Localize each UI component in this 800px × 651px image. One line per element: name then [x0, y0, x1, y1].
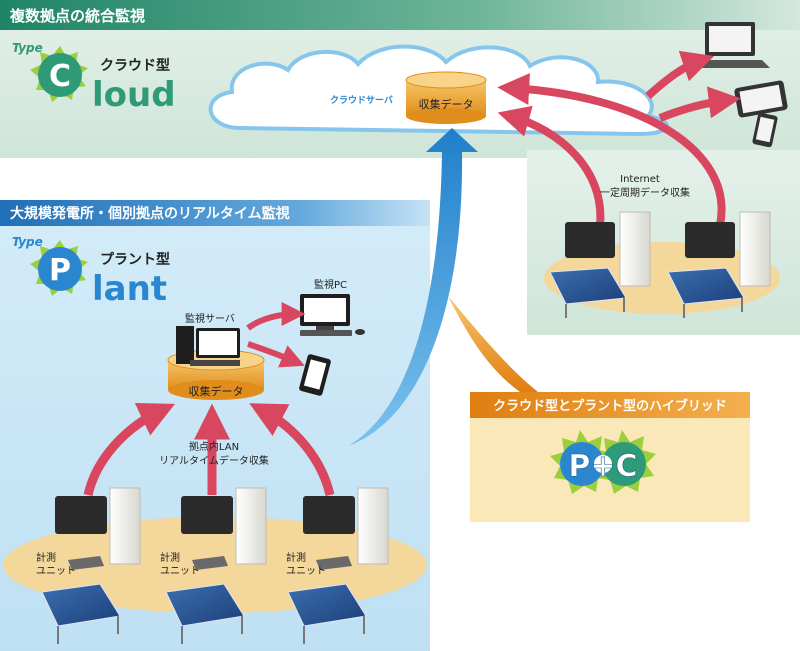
plant-type-badge: Type P lant プラント型: [12, 235, 170, 309]
cloud-section-title: 複数拠点の統合監視: [9, 7, 145, 25]
unit-label-1: 計測: [36, 551, 56, 564]
cloud-upload-arrow-left: [497, 105, 605, 226]
unit-label-2: ユニット: [36, 566, 76, 577]
cloud-site-2: [667, 211, 771, 318]
unit-box-icon: [192, 556, 228, 570]
cloud-type-badge: Type C loud クラウド型: [12, 41, 176, 115]
server-tower-icon: [619, 211, 651, 287]
plant-badge-letter: P: [49, 253, 71, 288]
plant-sun-icon: [30, 240, 88, 296]
cloud-badge-rest: loud: [92, 75, 176, 115]
hybrid-logo-text: P+C: [568, 449, 637, 484]
solar-panel-icon: [41, 583, 121, 644]
cloud-type-name: クラウド型: [100, 57, 170, 74]
lan-arrow-right: [249, 403, 335, 497]
monitoring-pc-icon: [300, 294, 365, 336]
measurement-unit-icon: [685, 222, 735, 258]
hybrid-section-header: [470, 392, 750, 418]
cloud-sun-icon: [30, 46, 88, 102]
plant-section-title: 大規模発電所・個別拠点のリアルタイム監視: [10, 205, 290, 222]
cloud-site-1: [549, 211, 651, 318]
plant-db-label: 収集データ: [189, 384, 244, 398]
cloud-database-icon: [405, 71, 487, 124]
unit-label-1: 計測: [286, 551, 306, 564]
hybrid-section-title: クラウド型とプラント型のハイブリッド: [493, 398, 727, 414]
plant-type-label: Type: [12, 235, 43, 249]
internet-label: Internet: [620, 174, 660, 185]
arrow-to-monitoring-pc: [246, 302, 306, 331]
solar-panel-icon: [667, 267, 745, 318]
plant-type-name: プラント型: [100, 251, 170, 268]
plant-site-1: 計測 ユニット: [36, 487, 141, 644]
unit-label-2: ユニット: [160, 566, 200, 577]
arrow-to-plant-smartphone: [247, 341, 305, 368]
realtime-collection-label: リアルタイムデータ収集: [159, 454, 269, 467]
unit-box-icon: [68, 556, 104, 570]
cloud-server-label: クラウドサーバ: [330, 95, 393, 106]
solar-panel-icon: [165, 583, 245, 644]
monitoring-server-icon: [176, 326, 240, 366]
lan-arrow-left: [83, 402, 176, 497]
server-tower-icon: [357, 487, 389, 565]
cloud-upload-arrow-right: [497, 73, 726, 226]
server-tower-icon: [739, 211, 771, 287]
measurement-unit-icon: [181, 496, 233, 534]
plant-to-cloud-arrow: [348, 128, 478, 446]
unit-label-2: ユニット: [286, 566, 326, 577]
periodic-collection-label: 一定周期データ収集: [600, 186, 690, 199]
plant-section-header: [0, 200, 430, 226]
measurement-unit-icon: [55, 496, 107, 534]
solar-panel-icon: [287, 583, 367, 644]
plant-site-2: 計測 ユニット: [160, 487, 267, 644]
cloud-section-header: [0, 0, 800, 30]
plant-site-3: 計測 ユニット: [286, 487, 389, 644]
cloud-badge-letter: C: [49, 59, 71, 94]
arrow-to-laptop: [645, 50, 715, 99]
measurement-unit-icon: [565, 222, 615, 258]
server-tower-icon: [109, 487, 141, 565]
unit-label-1: 計測: [160, 551, 180, 564]
plant-smartphone-icon: [299, 354, 331, 396]
cloud-type-label: Type: [12, 41, 43, 55]
solar-panel-icon: [549, 267, 627, 318]
plant-badge-rest: lant: [92, 269, 167, 309]
hybrid-pointer-arrow: [448, 296, 538, 392]
tablet-icon: [734, 80, 788, 118]
smartphone-icon: [752, 112, 778, 148]
arrow-to-tablet: [658, 86, 741, 122]
measurement-unit-icon: [303, 496, 355, 534]
plant-server-label: 監視サーバ: [185, 312, 235, 325]
lan-label: 拠点内LAN: [189, 440, 239, 453]
monitoring-pc-label: 監視PC: [314, 278, 347, 291]
server-tower-icon: [235, 487, 267, 565]
cloud-db-label: 収集データ: [419, 97, 474, 111]
hybrid-logo-icon: [550, 430, 656, 494]
unit-box-icon: [316, 556, 352, 570]
